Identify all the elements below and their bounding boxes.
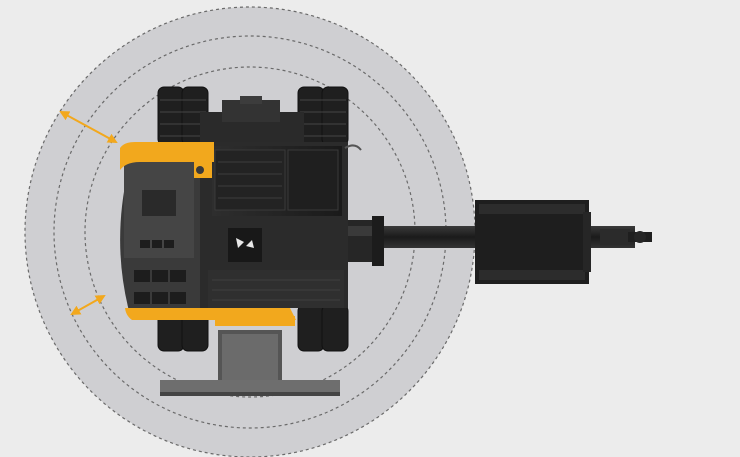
clearance-arrow-top [59, 111, 118, 143]
clearance-arrow-bottom [70, 295, 106, 315]
bucket [475, 200, 591, 284]
counterweight [120, 145, 200, 315]
yellow-trim [120, 142, 296, 326]
hose [344, 144, 362, 151]
front-axle [200, 96, 304, 142]
wheel-rear-right-2 [321, 304, 349, 352]
yellow-trim-top [120, 142, 214, 170]
dozer-blade [160, 330, 340, 396]
wheel-rear-right [297, 304, 325, 352]
upper-carriage [200, 142, 348, 308]
